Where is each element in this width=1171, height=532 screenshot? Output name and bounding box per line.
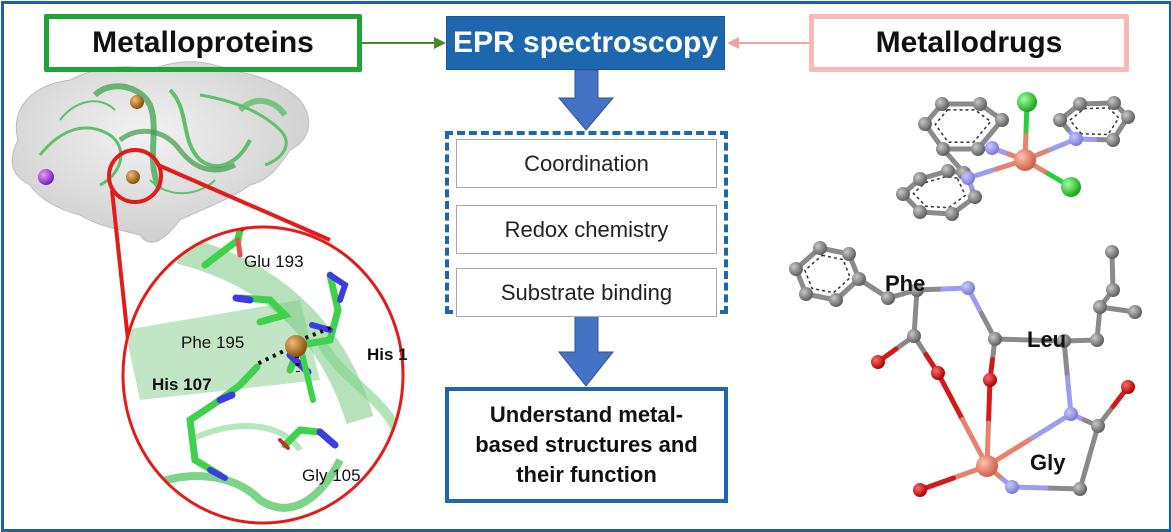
c-atom [789, 262, 803, 276]
c-atom [1128, 305, 1142, 319]
metalloproteins-label: Metalloproteins [92, 26, 314, 59]
c-atom [1106, 283, 1120, 297]
c-atom [995, 113, 1009, 127]
c-atom [941, 164, 955, 178]
zoom-callout [107, 148, 331, 341]
bond [986, 377, 993, 426]
c-atom [918, 117, 932, 131]
cl-atom [1061, 177, 1081, 197]
c-atom [1090, 333, 1104, 347]
c-atom [907, 329, 921, 343]
cu-atom [1014, 149, 1036, 171]
outcome-line-2: based structures and [475, 432, 698, 458]
c-atom [1073, 97, 1087, 111]
c-atom [799, 287, 813, 301]
outcome-box: Understand metal- based structures and t… [445, 387, 728, 503]
arrow-metallodrugs-to-epr [727, 37, 809, 49]
c-atom [881, 291, 895, 305]
n-atom [985, 141, 999, 155]
n-atom [1069, 132, 1083, 146]
c-atom [913, 172, 927, 186]
o-atom [1121, 380, 1135, 394]
c-atom [1121, 110, 1135, 124]
c-atom [913, 205, 927, 219]
c-atom [988, 332, 1002, 346]
aspect-substrate-binding: Substrate binding [456, 268, 717, 317]
outcome-line-3: their function [516, 461, 657, 487]
label-his-1: His 1 [367, 345, 408, 364]
c-atom [1093, 300, 1107, 314]
epr-spectroscopy-label: EPR spectroscopy [452, 26, 719, 59]
c-atom [935, 97, 949, 111]
aspect-redox-chemistry: Redox chemistry [456, 205, 717, 254]
copper-ion-2 [126, 170, 140, 184]
potassium-ion [38, 169, 54, 185]
c-atom [896, 187, 910, 201]
o-atom [983, 373, 997, 387]
c-atom [971, 142, 985, 156]
o-atom [871, 355, 885, 369]
label-gly-105: Gly 105 [302, 466, 361, 485]
c-atom [829, 293, 843, 307]
c-atom [910, 283, 924, 297]
c-atom [852, 272, 866, 286]
active-site-copper [285, 335, 307, 357]
c-atom [1091, 419, 1105, 433]
c-atom [1106, 133, 1120, 147]
c-atom [1053, 113, 1067, 127]
cu-peptide-complex [789, 241, 1142, 497]
aromatic-ring [1068, 107, 1120, 136]
c-atom [1057, 334, 1071, 348]
n-atom [1005, 480, 1019, 494]
cu-atom [976, 455, 998, 477]
o-atom [931, 366, 945, 380]
label-leu: Leu [1027, 327, 1067, 352]
c-atom [813, 241, 827, 255]
c-atom [1107, 96, 1121, 110]
c-atom [973, 97, 987, 111]
o-atom [913, 483, 927, 497]
label-phe: Phe [885, 271, 926, 296]
copper-ion-1 [130, 95, 144, 109]
aromatic-ring [803, 254, 852, 294]
bond [1026, 411, 1074, 443]
c-atom [945, 207, 959, 221]
metalloproteins-header: Metalloproteins [44, 14, 362, 72]
n-atom [961, 281, 975, 295]
label-gly: Gly [1030, 450, 1066, 475]
label-glu-193: Glu 193 [244, 252, 304, 271]
epr-spectroscopy-header: EPR spectroscopy [446, 16, 725, 70]
c-atom [1073, 482, 1087, 496]
block-arrow-down-2 [557, 315, 615, 387]
bond [935, 370, 965, 422]
c-atom [968, 190, 982, 204]
outcome-line-1: Understand metal- [489, 402, 684, 428]
protein-structure [11, 61, 310, 243]
aromatic-ring [934, 109, 992, 144]
cl-atom [1017, 92, 1037, 112]
metallodrugs-label: Metallodrugs [875, 26, 1063, 59]
active-site-zoom [121, 225, 405, 525]
label-phe-195: Phe 195 [181, 333, 245, 352]
c-atom [1105, 245, 1119, 259]
label-his-107: His 107 [152, 375, 212, 394]
metallodrug-complex [896, 92, 1135, 221]
c-atom [842, 247, 856, 261]
c-atom [936, 142, 950, 156]
block-arrow-down-1 [557, 69, 615, 131]
n-atom [1064, 407, 1078, 421]
aspect-coordination: Coordination [456, 139, 717, 188]
n-atom [961, 171, 975, 185]
arrow-metalloproteins-to-epr [362, 37, 446, 49]
metallodrugs-header: Metallodrugs [809, 14, 1129, 72]
